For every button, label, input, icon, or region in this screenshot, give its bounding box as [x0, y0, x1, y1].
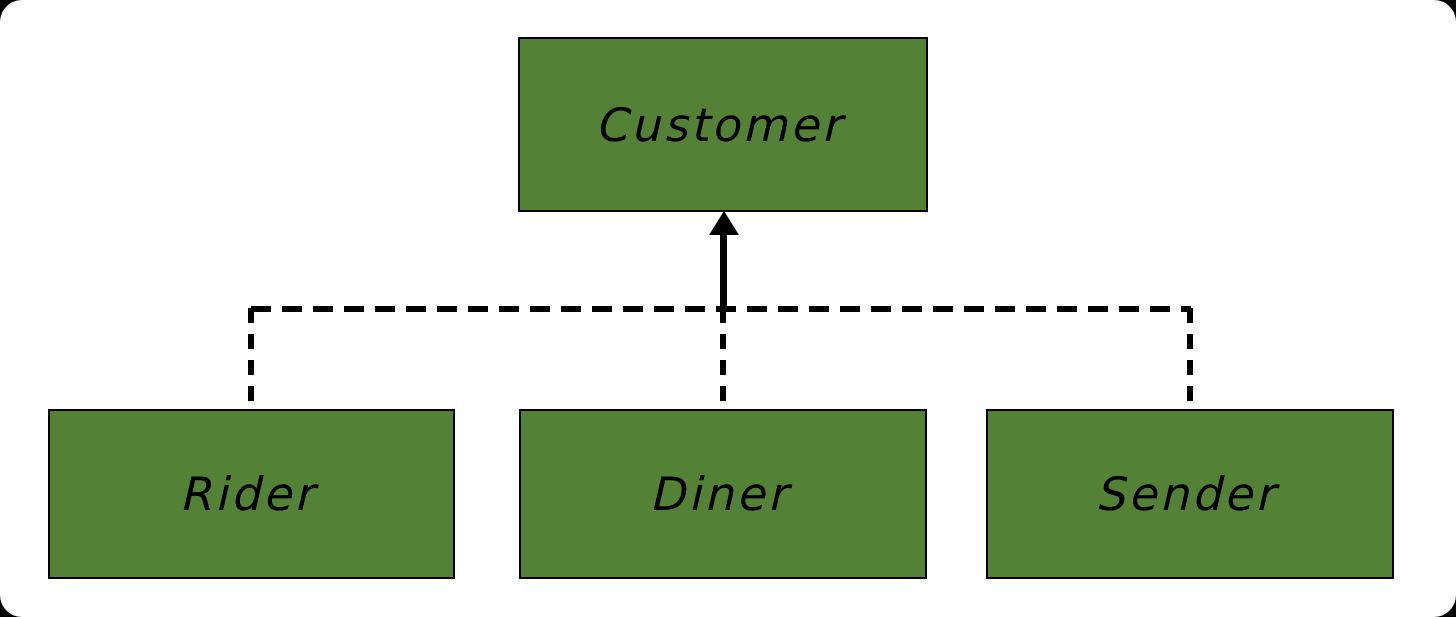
arrowhead-up-icon: [709, 211, 739, 235]
node-customer: Customer: [518, 37, 928, 212]
node-sender: Sender: [986, 409, 1394, 579]
node-diner-label: Diner: [652, 467, 794, 521]
connector-sender-dashed-line: [1187, 308, 1193, 410]
node-rider-label: Rider: [182, 467, 321, 521]
node-diner: Diner: [519, 409, 927, 579]
node-sender-label: Sender: [1098, 467, 1282, 521]
node-rider: Rider: [48, 409, 455, 579]
arrow-to-customer-shaft: [720, 233, 727, 312]
connector-diner-dashed-line: [720, 308, 726, 410]
connector-rider-dashed-line: [248, 308, 254, 410]
node-customer-label: Customer: [598, 97, 848, 152]
